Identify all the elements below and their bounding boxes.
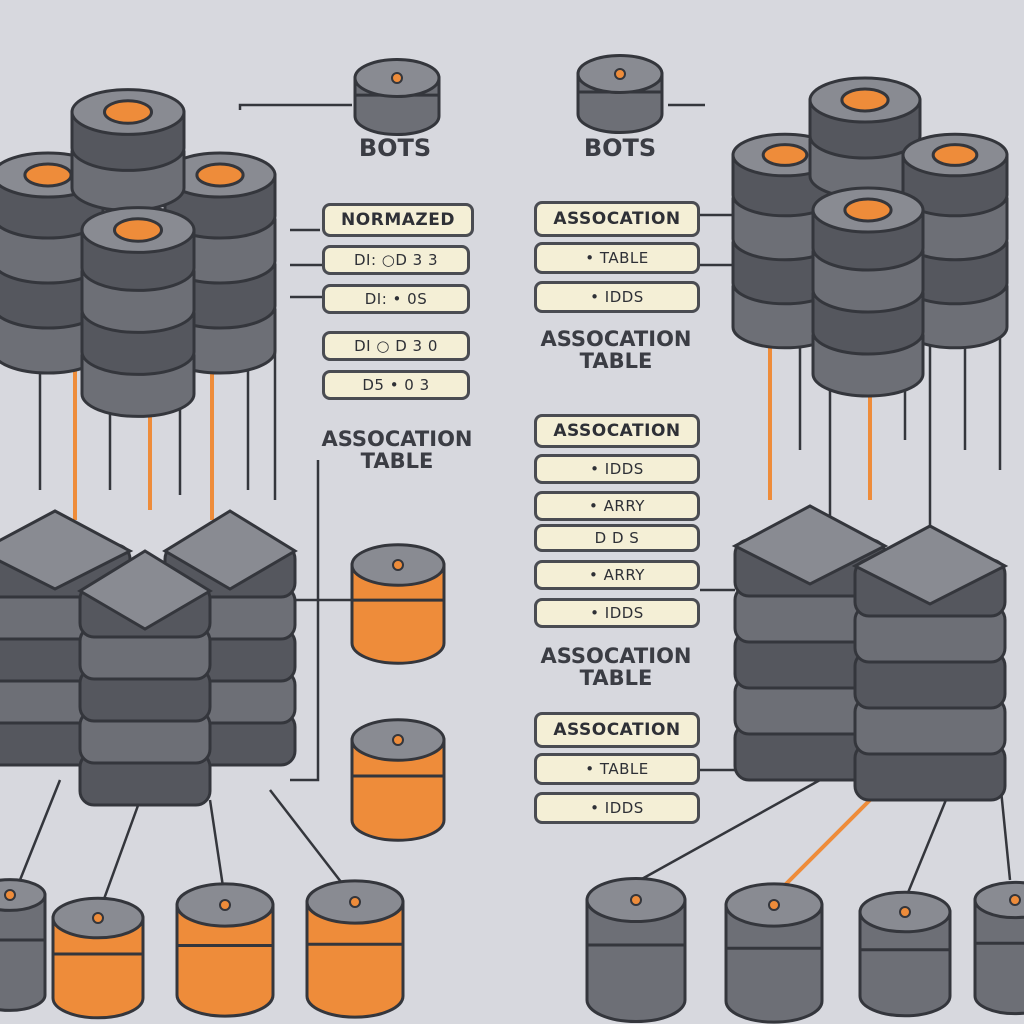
left-box-5: D5 • 0 3 xyxy=(322,370,470,400)
left-bots-cylinder xyxy=(353,58,441,136)
platter-top xyxy=(851,524,1009,606)
left-association-heading: ASSOCATION TABLE xyxy=(321,427,473,474)
can-dot xyxy=(899,906,911,918)
right-g3-box-3: • IDDS xyxy=(534,792,700,824)
connector-line xyxy=(639,778,821,882)
can-dot xyxy=(630,894,642,906)
center-cylinder-2 xyxy=(350,718,446,842)
can-body xyxy=(51,916,145,1020)
left-bots-label: BOTS xyxy=(358,134,432,162)
can-dot xyxy=(349,896,361,908)
bottom-can-2 xyxy=(51,896,145,1020)
right-g2-box-4: D D S xyxy=(534,524,700,552)
disk-hub xyxy=(195,162,245,188)
can-dot xyxy=(614,68,626,80)
bottom-can-8 xyxy=(973,880,1024,1016)
right-g2-box-3: • ARRY xyxy=(534,491,700,521)
can-body xyxy=(350,738,446,842)
left-box-3: DI: • 0S xyxy=(322,284,470,314)
left-db-stack-center xyxy=(80,206,196,418)
left-db-stack-top xyxy=(70,88,186,212)
platter-top xyxy=(162,509,298,591)
right-bots-cylinder xyxy=(576,54,664,134)
bottom-can-5 xyxy=(585,876,687,1024)
disk-hub xyxy=(840,87,890,113)
can-body xyxy=(305,900,405,1019)
can-dot xyxy=(1009,894,1021,906)
disk-hub xyxy=(102,99,154,125)
can-body xyxy=(973,898,1024,1016)
bottom-can-4 xyxy=(305,879,405,1019)
right-association-heading-2: ASSOCATION TABLE xyxy=(540,644,692,691)
right-g2-box-1: ASSOCATION xyxy=(534,414,700,448)
can-dot xyxy=(219,899,231,911)
can-top xyxy=(0,878,47,912)
right-g1-box-3: • IDDS xyxy=(534,281,700,313)
can-body xyxy=(0,893,47,1012)
can-top xyxy=(973,880,1024,920)
left-box-4: DI ○ D 3 0 xyxy=(322,331,470,361)
platter-top xyxy=(77,549,213,631)
connector-line xyxy=(290,460,320,782)
disk-hub xyxy=(931,143,979,167)
connector-line xyxy=(903,789,952,901)
bottom-can-3 xyxy=(175,882,275,1018)
right-g2-box-6: • IDDS xyxy=(534,598,700,628)
disk-hub xyxy=(23,162,73,188)
can-dot xyxy=(392,559,404,571)
can-dot xyxy=(92,912,104,924)
bottom-can-1 xyxy=(0,878,47,1012)
disk-hub xyxy=(112,217,164,243)
orange-connector xyxy=(768,788,882,902)
can-body xyxy=(585,898,687,1024)
right-db-stack-center xyxy=(811,186,925,398)
right-g2-box-5: • ARRY xyxy=(534,560,700,590)
right-g3-box-1: ASSOCATION xyxy=(534,712,700,748)
can-dot xyxy=(392,734,404,746)
right-g3-box-2: • TABLE xyxy=(534,753,700,785)
left-box-normalized: NORMAZED xyxy=(322,203,474,237)
can-dot xyxy=(4,889,16,901)
right-association-heading-1: ASSOCATION TABLE xyxy=(540,327,692,374)
center-cylinder-1 xyxy=(350,543,446,665)
right-g1-box-2: • TABLE xyxy=(534,242,700,274)
disk-hub xyxy=(761,143,809,167)
bottom-can-7 xyxy=(858,890,952,1018)
can-body xyxy=(858,910,952,1018)
left-box-2: DI: ○D 3 3 xyxy=(322,245,470,275)
can-body xyxy=(350,563,446,665)
connector-line xyxy=(18,779,62,881)
platter-top xyxy=(0,509,134,591)
right-bots-label: BOTS xyxy=(583,134,657,162)
can-body xyxy=(175,903,275,1018)
bottom-can-6 xyxy=(724,882,824,1024)
right-g2-box-2: • IDDS xyxy=(534,454,700,484)
can-dot xyxy=(391,72,403,84)
can-dot xyxy=(768,899,780,911)
platter-top xyxy=(731,504,889,586)
right-platter-1 xyxy=(731,504,889,782)
right-db-stack-2 xyxy=(901,132,1009,350)
left-platter-3 xyxy=(77,549,213,807)
connector-line xyxy=(98,799,142,911)
can-body xyxy=(724,903,824,1024)
right-g1-box-1: ASSOCATION xyxy=(534,201,700,237)
disk-hub xyxy=(843,197,893,223)
right-platter-2 xyxy=(851,524,1009,802)
connector-line xyxy=(238,103,352,110)
database-shapes xyxy=(0,54,1024,1024)
